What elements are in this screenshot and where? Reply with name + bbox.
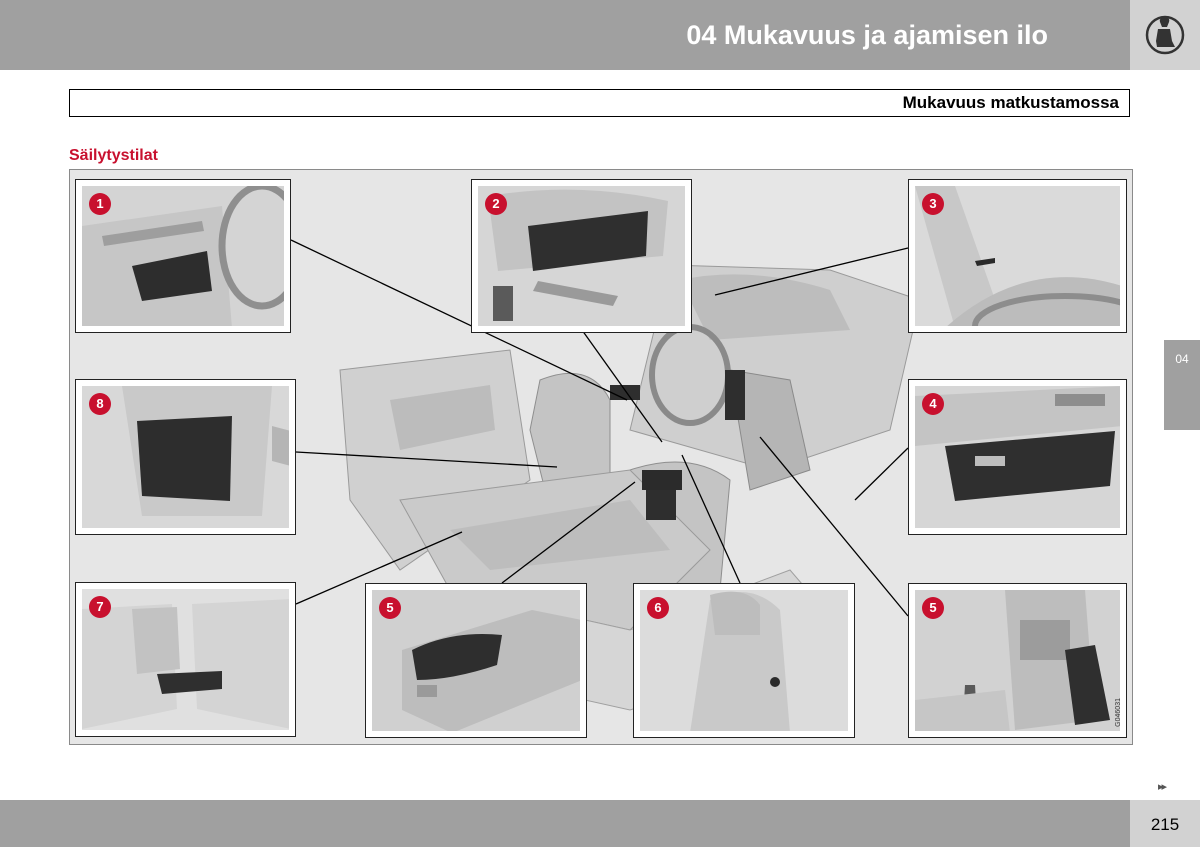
callout-front-seat-side-pocket: 6 [633, 583, 855, 738]
callout-door-pocket: 1 [75, 179, 291, 333]
callout-number-badge: 3 [922, 193, 944, 215]
figure-id: G046031 [1115, 698, 1122, 727]
callout-glovebox: 4 [908, 379, 1127, 535]
front-seat-side-pocket-image [640, 590, 848, 731]
chapter-icon-box [1130, 0, 1200, 70]
callout-number-badge: 8 [89, 393, 111, 415]
callout-number-badge: 5 [379, 597, 401, 619]
chapter-side-tab[interactable]: 04 [1164, 340, 1200, 430]
subsection-title: Säilytystilat [69, 147, 158, 164]
section-title: Mukavuus matkustamossa [902, 93, 1119, 112]
callout-number-badge: 1 [89, 193, 111, 215]
callout-seat-cushion-pocket: 2 [471, 179, 692, 333]
seatback-pocket-image [82, 386, 289, 528]
callout-center-console-storage: 5 G046031 [908, 583, 1127, 738]
callout-number-badge: 2 [485, 193, 507, 215]
rear-armrest-image [82, 589, 289, 730]
door-pocket-image [82, 186, 284, 326]
callout-number-badge: 4 [922, 393, 944, 415]
callout-tunnel-console-compartment: 5 [365, 583, 587, 738]
callout-number-badge: 7 [89, 596, 111, 618]
callout-number-badge: 6 [647, 597, 669, 619]
header-bar: 04 Mukavuus ja ajamisen ilo [0, 0, 1130, 70]
next-page-indicator: ▸▸ [1158, 781, 1167, 793]
callout-rear-armrest: 7 [75, 582, 296, 737]
ticket-holder-image [915, 186, 1120, 326]
callout-seatback-pocket: 8 [75, 379, 296, 535]
page-number: 215 [1150, 815, 1180, 834]
callout-ticket-holder: 3 [908, 179, 1127, 333]
center-console-storage-image [915, 590, 1120, 731]
seat-icon [1145, 15, 1185, 55]
chapter-title: 04 Mukavuus ja ajamisen ilo [686, 20, 1048, 50]
chapter-side-tab-label: 04 [1175, 352, 1189, 366]
page-number-box: 215 [1130, 800, 1200, 847]
section-title-box: Mukavuus matkustamossa [69, 89, 1130, 117]
footer-bar [0, 800, 1130, 847]
glovebox-image [915, 386, 1120, 528]
seat-cushion-pocket-image [478, 186, 685, 326]
callout-number-badge: 5 [922, 597, 944, 619]
tunnel-console-compartment-image [372, 590, 580, 731]
storage-figure: 1 2 3 [69, 169, 1133, 745]
